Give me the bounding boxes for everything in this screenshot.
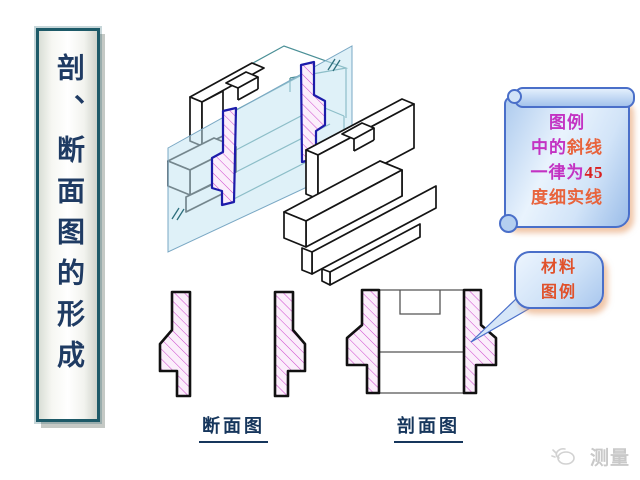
note-seg-yilvwei: 一律为 — [530, 163, 585, 182]
watermark: 测量 — [549, 443, 630, 470]
note-seg-xiexian: 斜线 — [567, 138, 603, 157]
label-section-view: 剖面图 — [394, 412, 463, 443]
pictorial-view-plain — [283, 98, 437, 286]
section-view — [345, 288, 498, 395]
page-title: 剖、断面图的形成 — [53, 53, 84, 381]
note-seg-tuli: 图例 — [549, 113, 585, 132]
section-hatched-pieces — [345, 288, 498, 395]
watermark-text: 测量 — [589, 448, 630, 469]
pictorial-view-with-cutting-plane — [167, 45, 353, 253]
material-legend-line1: 材料 — [540, 259, 577, 276]
plane-slash-marks — [171, 58, 341, 221]
material-legend-callout: 材料 图例 — [514, 251, 604, 309]
section-view-web-lines — [380, 289, 464, 394]
title-bar: 剖、断面图的形成 — [36, 28, 100, 422]
scroll-curl-icon — [499, 214, 518, 233]
note-seg-zhongde: 中的 — [531, 138, 567, 157]
note-seg-duxishixian: 度细实线 — [531, 188, 603, 207]
hand-logo-icon — [551, 447, 575, 465]
note-seg-45: 45 — [584, 163, 604, 182]
cross-section-shapes — [158, 290, 307, 398]
material-legend-line2: 图例 — [540, 284, 577, 301]
label-cross-section-view: 断面图 — [199, 412, 268, 443]
hatch-note-callout: 图例 中的斜线 一律为45 度细实线 — [499, 87, 635, 233]
hatch-note-text: 图例 中的斜线 一律为45 度细实线 — [506, 110, 628, 210]
